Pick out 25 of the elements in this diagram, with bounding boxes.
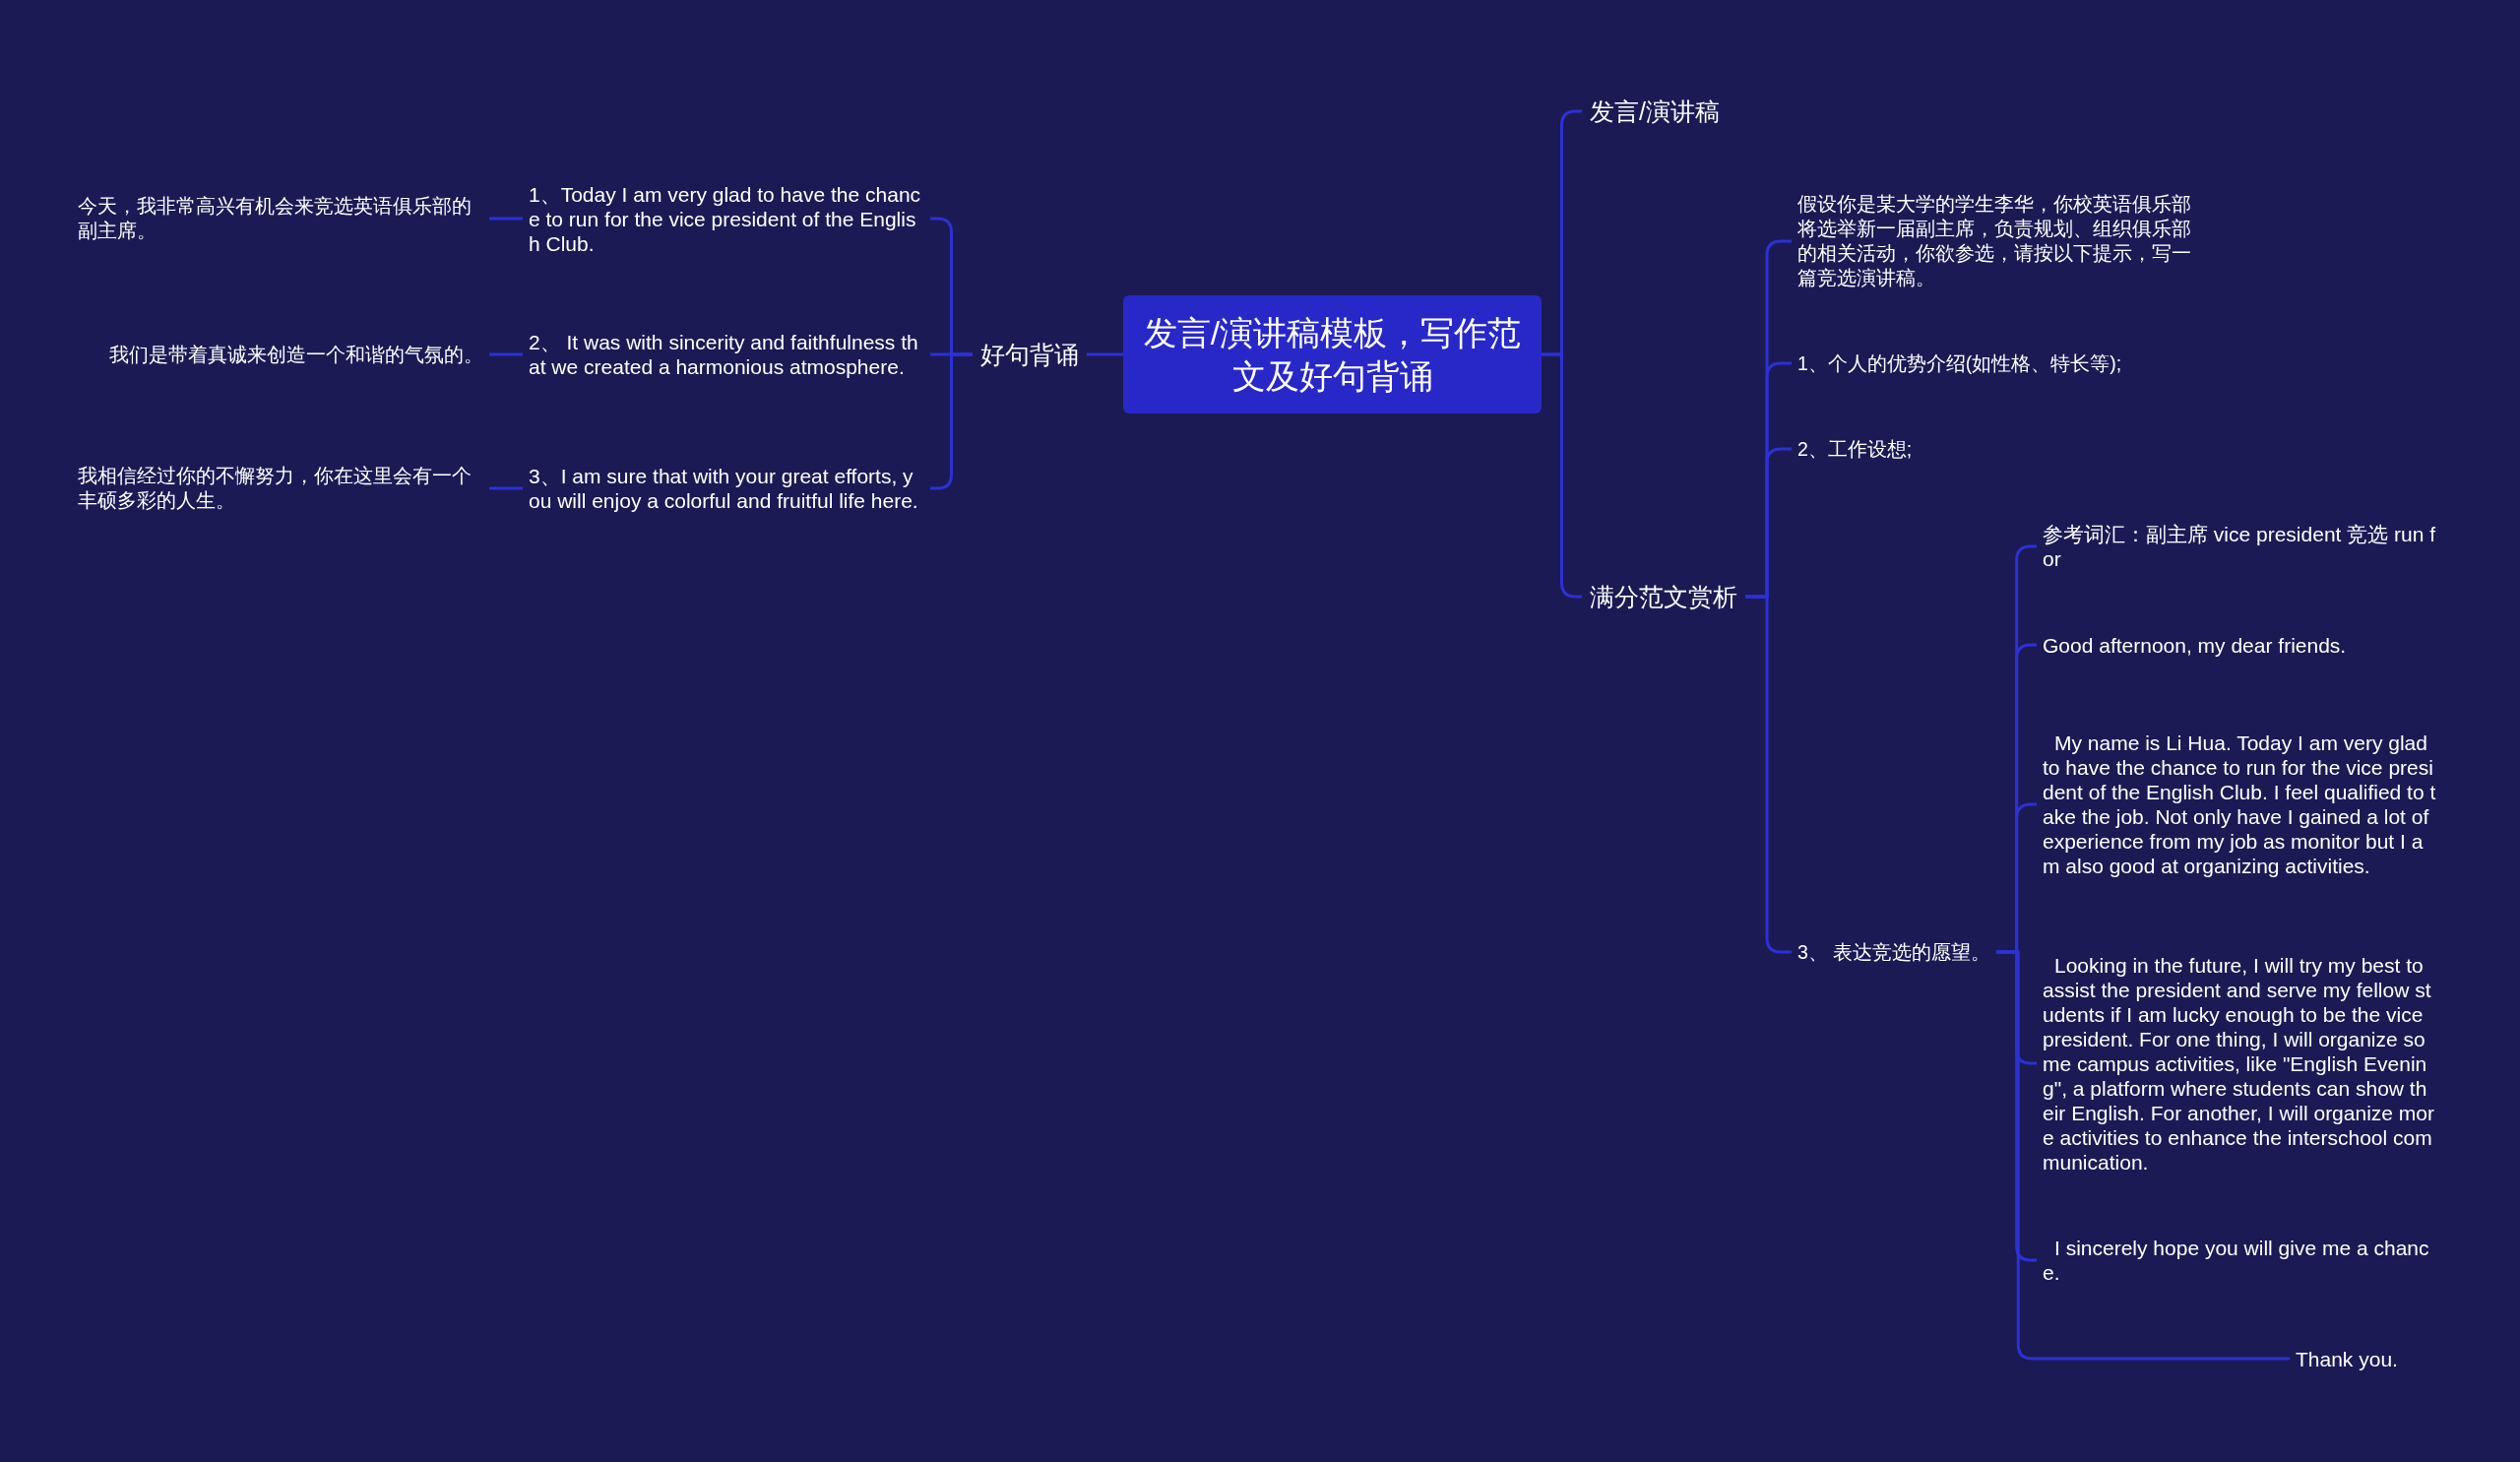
subtopic-text: 参考词汇：副主席 vice president 竞选 run for	[2037, 522, 2442, 571]
subtopic-text: I sincerely hope you will give me a chance.	[2037, 1236, 2442, 1285]
subtopic-text: 3、 表达竞选的愿望。	[1792, 939, 1997, 965]
connector-line	[1996, 950, 2290, 1361]
subtopic-text: Thank you.	[2290, 1346, 2404, 1371]
subtopic-text: 1、Today I am very glad to have the chance to run for the vice president of the English Club.	[523, 181, 930, 256]
branch-topic: 满分范文赏析	[1582, 581, 1745, 612]
subtopic-text: 1、个人的优势介绍(如性格、特长等);	[1792, 350, 2128, 376]
connector-line	[489, 486, 523, 490]
branch-topic: 发言/演讲稿	[1582, 95, 1728, 127]
connector-line	[489, 217, 523, 221]
connector-line	[1087, 352, 1123, 356]
subtopic-text: Good afternoon, my dear friends.	[2037, 632, 2353, 658]
subtopic-text: 3、I am sure that with your great efforts, you will enjoy a colorful and fruitful life here.	[523, 464, 930, 513]
subtopic-text: Looking in the future, I will try my best to assist the president and serve my fellow students if I am lucky enough to be the vice president. For one thing, I will organize some campus activities, like "English Evening", a platform where students can show their English. For another, I will organize more activities to enhance the interschool communication.	[2037, 952, 2442, 1175]
subtopic-text: My name is Li Hua. Today I am very glad to have the chance to run for the vice president of the English Club. I feel qualified to take the job. Not only have I gained a lot of experience from my job as monitor but I am also good at organizing activities.	[2037, 731, 2442, 878]
branch-topic: 好句背诵	[973, 339, 1087, 370]
subtopic-text: 假设你是某大学的学生李华，你校英语俱乐部将选举新一届副主席，负责规划、组织俱乐部的相关活动，你欲参选，请按以下提示，写一篇竞选演讲稿。	[1792, 192, 2205, 290]
subtopic-text: 我相信经过你的不懈努力，你在这里会有一个丰硕多彩的人生。	[72, 464, 489, 513]
subtopic-text: 2、工作设想;	[1792, 436, 1919, 462]
connector-line	[489, 352, 523, 356]
subtopic-text: 2、 It was with sincerity and faithfulness that we created a harmonious atmosphere.	[523, 330, 930, 379]
central-topic-box: 发言/演讲稿模板，写作范文及好句背诵	[1123, 295, 1542, 413]
subtopic-text: 我们是带着真诚来创造一个和谐的气氛的。	[103, 342, 489, 367]
subtopic-text: 今天，我非常高兴有机会来竞选英语俱乐部的副主席。	[72, 194, 489, 243]
